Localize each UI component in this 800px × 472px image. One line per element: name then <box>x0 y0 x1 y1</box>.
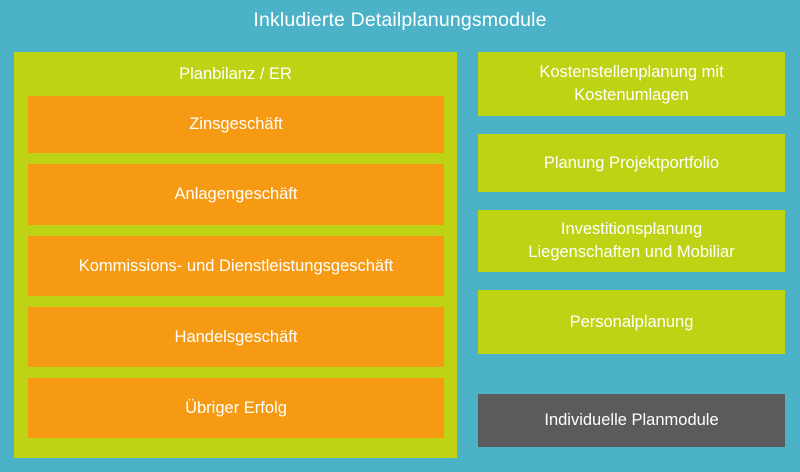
module-box-kommissions-dienstleistungsgeschaeft[interactable]: Kommissions- und Dienstleistungsgeschäft <box>28 236 444 296</box>
module-box-uebriger-erfolg[interactable]: Übriger Erfolg <box>28 378 444 438</box>
group-planbilanz-er: Planbilanz / ER Zinsgeschäft Anlagengesc… <box>14 52 457 458</box>
group-header-planbilanz-er: Planbilanz / ER <box>179 65 292 83</box>
module-box-kostenstellenplanung[interactable]: Kostenstellenplanung mit Kostenumlagen <box>478 52 785 116</box>
module-box-planung-projektportfolio[interactable]: Planung Projektportfolio <box>478 134 785 192</box>
module-box-zinsgeschaeft[interactable]: Zinsgeschäft <box>28 96 444 153</box>
module-box-personalplanung[interactable]: Personalplanung <box>478 290 785 354</box>
module-box-individuelle-planmodule[interactable]: Individuelle Planmodule <box>478 394 785 447</box>
module-box-handelsgeschaeft[interactable]: Handelsgeschäft <box>28 307 444 367</box>
module-box-investitionsplanung[interactable]: Investitionsplanung Liegenschaften und M… <box>478 210 785 272</box>
module-box-anlagengeschaeft[interactable]: Anlagengeschäft <box>28 164 444 225</box>
page-title: Inkludierte Detailplanungsmodule <box>253 9 547 31</box>
